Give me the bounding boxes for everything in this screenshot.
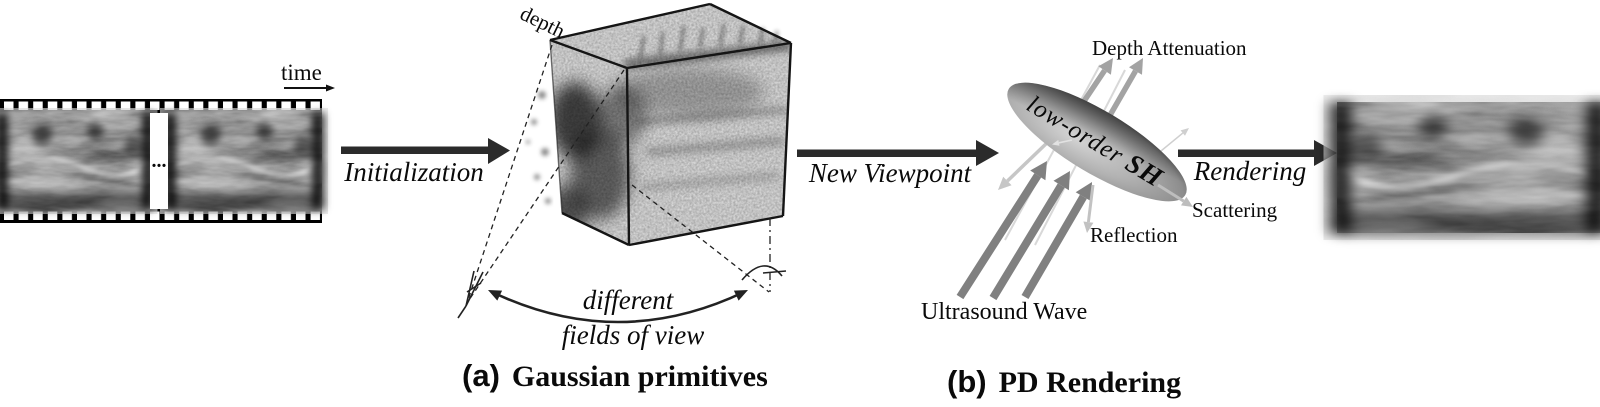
filmstrip-gap	[150, 113, 168, 209]
time-arrow	[284, 84, 335, 92]
fov-label-line2: fields of view	[561, 320, 705, 350]
scattering-label: Scattering	[1192, 198, 1278, 222]
rendering-label: Rendering	[1193, 156, 1307, 186]
inner-ray-arrow	[1052, 139, 1073, 146]
filmstrip-sprockets-top	[0, 101, 320, 110]
initialization-label: Initialization	[344, 157, 484, 187]
left-frustum-apex	[457, 270, 484, 319]
caption-a-marker: (a)	[462, 358, 500, 393]
filmstrip-gap-dots: ...	[151, 149, 167, 172]
caption-b: (b) PD Rendering	[947, 364, 1181, 400]
fov-frusta	[457, 44, 787, 324]
left-frustum	[466, 44, 625, 304]
scattering-arrow	[1157, 183, 1193, 207]
fov-arc-arrow	[488, 290, 748, 324]
filmstrip	[0, 99, 324, 223]
reflection-arrow	[1083, 184, 1095, 233]
new-viewpoint-label: New Viewpoint	[808, 158, 972, 188]
backscatter-arrow	[998, 138, 1052, 190]
filmstrip-sprockets-bottom	[0, 211, 320, 220]
ultrasound-wave-arrows	[956, 161, 1092, 301]
fov-label-line1: different	[582, 285, 674, 315]
ultrasound-frame-left	[0, 113, 154, 211]
rendering-arrow	[1178, 140, 1337, 166]
gaussian-volume	[526, 2, 793, 247]
right-frustum	[631, 184, 787, 293]
cube-edges	[549, 2, 793, 247]
time-label: time	[281, 60, 322, 85]
caption-a-text: Gaussian primitives	[511, 360, 768, 393]
reflection-label: Reflection	[1090, 223, 1178, 247]
left-scatter	[526, 91, 551, 204]
caption-b-text: PD Rendering	[998, 366, 1182, 399]
caption-a: (a) Gaussian primitives	[462, 358, 768, 394]
top-fringe	[638, 23, 779, 59]
sh-ellipse	[1007, 82, 1187, 202]
rendered-ultrasound-image	[1330, 102, 1600, 236]
depth-attenuation-label: Depth Attenuation	[1092, 36, 1247, 60]
initialization-arrow	[341, 138, 510, 164]
ultrasound-frame-right	[164, 113, 324, 211]
caption-b-marker: (b)	[947, 364, 987, 399]
ultrasound-wave-label: Ultrasound Wave	[921, 299, 1088, 325]
pd-rendering-group	[956, 58, 1193, 301]
new-viewpoint-arrow	[797, 140, 999, 166]
